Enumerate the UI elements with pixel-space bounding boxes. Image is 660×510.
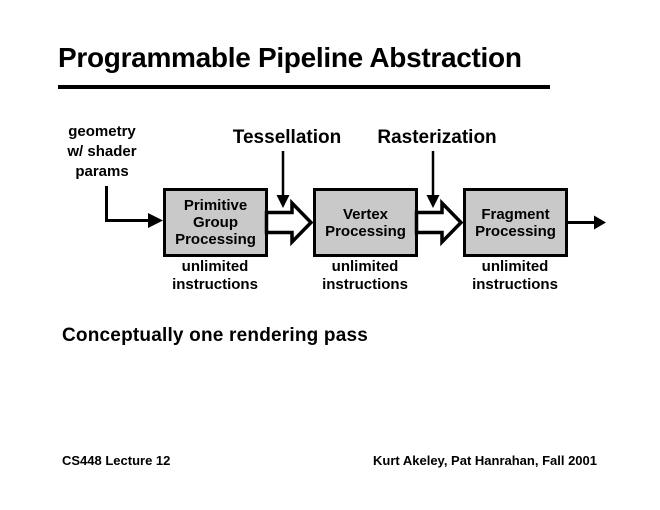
stage-label-line: Group: [193, 214, 238, 231]
input-label: geometry w/ shader params: [50, 122, 154, 182]
stage-note-vertex: unlimited instructions: [290, 258, 440, 294]
annotation-rasterization: Rasterization: [377, 127, 497, 148]
stage-note-line: unlimited: [181, 258, 249, 275]
stage-label-line: Processing: [325, 222, 406, 240]
input-label-line: geometry: [68, 123, 136, 140]
statement-text: Conceptually one rendering pass: [62, 325, 369, 346]
stage-box-primitive-group: Primitive Group Processing: [163, 188, 268, 257]
tessellation-down-arrow-icon: [276, 151, 290, 208]
stage-note-fragment: unlimited instructions: [440, 258, 590, 294]
input-label-line: w/ shader: [67, 143, 137, 160]
stage-label-line: Fragment: [481, 205, 550, 223]
stage-label-line: Vertex: [342, 205, 389, 223]
flow-block-arrow-primitive-to-vertex: [264, 198, 314, 247]
input-elbow-arrow-icon: [105, 186, 163, 228]
annotation-tessellation: Tessellation: [232, 127, 342, 148]
input-label-line: params: [75, 163, 129, 180]
stage-note-line: instructions: [172, 276, 258, 293]
flow-block-arrow-vertex-to-fragment: [414, 198, 464, 247]
stage-box-fragment: Fragment Processing: [463, 188, 568, 257]
page-title: Programmable Pipeline Abstraction: [58, 42, 522, 73]
rasterization-down-arrow-icon: [426, 151, 440, 208]
stage-note-line: unlimited: [331, 258, 399, 275]
stage-note-line: unlimited: [481, 258, 549, 275]
stage-note-line: instructions: [322, 276, 408, 293]
footer-course-label: CS448 Lecture 12: [62, 453, 171, 468]
stage-label-line: Processing: [175, 231, 256, 248]
footer-credits-label: Kurt Akeley, Pat Hanrahan, Fall 2001: [373, 453, 597, 468]
stage-label-line: Primitive: [183, 197, 248, 214]
stage-note-line: instructions: [472, 276, 558, 293]
output-arrow-icon: [568, 215, 606, 230]
title-underline: [58, 85, 550, 89]
stage-note-primitive-group: unlimited instructions: [140, 258, 290, 294]
stage-label-line: Processing: [475, 222, 556, 240]
